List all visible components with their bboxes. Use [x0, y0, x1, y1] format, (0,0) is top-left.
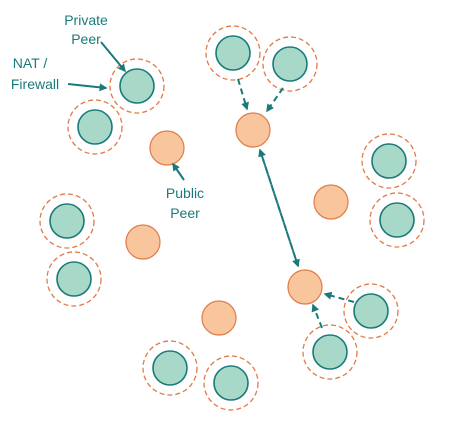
- public-peer-relay-bottom: [287, 269, 323, 305]
- private-peer: [361, 133, 417, 189]
- public-peer: [201, 300, 237, 336]
- public-peer-label-line2: Peer: [170, 205, 200, 221]
- connection-arrow: [311, 303, 323, 329]
- private-peer: [142, 340, 198, 396]
- public-peer-relay-top: [235, 112, 271, 148]
- nat-firewall-label-line1: NAT /: [13, 55, 48, 71]
- connection-arrow: [237, 78, 249, 111]
- public-peer: [125, 224, 161, 260]
- private-peer-labeled: [109, 58, 165, 114]
- private-peer: [302, 324, 358, 380]
- nat-firewall-label-line2: Firewall: [11, 76, 59, 92]
- private-peer: [205, 25, 261, 81]
- connection-arrow-between-relays: [259, 149, 300, 268]
- private-peer: [67, 99, 123, 155]
- connection-arrow: [266, 87, 284, 113]
- public-peer-labeled: [149, 130, 185, 166]
- public-peer-label-line1: Public: [166, 185, 204, 201]
- private-peer-pointer: [100, 41, 126, 73]
- nat-firewall-pointer: [67, 83, 108, 92]
- private-peer: [369, 192, 425, 248]
- private-peer: [262, 36, 318, 92]
- connection-arrow: [323, 291, 355, 303]
- private-peer: [343, 283, 399, 339]
- private-peer: [39, 193, 95, 249]
- private-peer-label-line2: Peer: [71, 31, 101, 47]
- public-peer: [313, 184, 349, 220]
- private-peer: [203, 355, 259, 411]
- private-peer: [46, 251, 102, 307]
- public-peer-pointer: [172, 162, 185, 181]
- private-peer-label-line1: Private: [64, 12, 108, 28]
